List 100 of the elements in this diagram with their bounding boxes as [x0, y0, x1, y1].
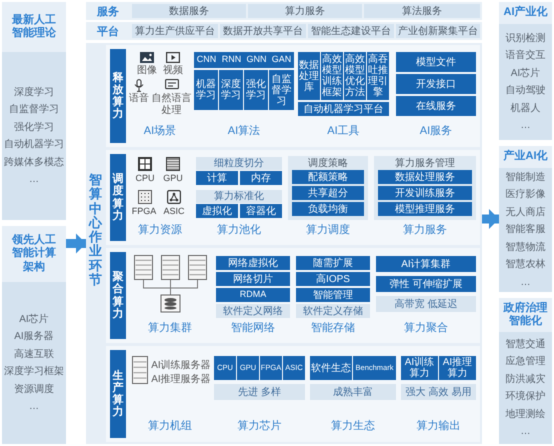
group-caption: 算力集群: [147, 322, 193, 335]
item-tile: 网络切片: [216, 272, 290, 286]
section-panel: [106, 346, 480, 442]
note-tile: 先进 多样: [214, 384, 305, 400]
item-tile: 高效模型优化方法: [344, 52, 366, 100]
group-caption: 算力资源: [137, 224, 183, 237]
note-tile: 细粒度切分: [196, 157, 282, 170]
item-tile: 容器化: [240, 204, 282, 218]
list-item: AI芯片: [19, 312, 49, 326]
icon-caption: GPU: [162, 173, 184, 184]
group-panel: [288, 156, 368, 220]
group-caption: 算力聚合: [403, 322, 449, 335]
list-item: 智能制造: [506, 170, 546, 185]
icon-caption: 语音: [128, 93, 150, 104]
list-item: 识别检测: [506, 32, 546, 46]
list-item: 环境保护: [506, 390, 546, 404]
group-caption: 算力输出: [416, 420, 462, 433]
group-caption: AI算法: [226, 125, 262, 138]
list-item: 无人商店: [506, 206, 546, 220]
list-item: 语音交互: [506, 48, 546, 63]
group-caption: AI工具: [326, 125, 361, 138]
list-item: 智慧物流: [506, 240, 546, 255]
list-item: 医疗影像: [506, 188, 546, 202]
list-item: 机器人: [510, 102, 540, 116]
group-panel: [374, 156, 476, 220]
item-tile: 计算: [196, 171, 238, 185]
item-tile: GNN: [244, 52, 269, 68]
list-item: 智慧交通: [506, 338, 546, 352]
item-tile: 配额策略: [292, 170, 364, 184]
item-tile: 随需扩展: [296, 256, 370, 270]
list-item: AI芯片: [510, 66, 540, 80]
section-panel: [106, 45, 480, 147]
item-tile: 高吞吐推理引擎: [367, 52, 389, 100]
item-tile: 开发训练服务: [378, 186, 472, 200]
item-tile: 高IOPS: [296, 272, 370, 286]
item-tile: 内存: [240, 171, 282, 185]
panel-heading: 产业AI化: [504, 150, 548, 164]
panel-heading: AI产业化: [504, 6, 548, 20]
group-caption: 算力服务: [402, 224, 448, 237]
list-item: 地理测绘: [506, 408, 546, 422]
group-caption: 算力芯片: [236, 420, 282, 433]
item-tile: 开发接口: [396, 74, 476, 94]
item-tile: AI计算集群: [376, 256, 476, 272]
item-tile: 自监督学习: [269, 70, 294, 110]
category-panel: [499, 146, 552, 292]
group-caption: 智能网络: [230, 322, 276, 335]
group-heading: 算力服务管理: [394, 157, 456, 170]
list-item: 自监督学习: [9, 102, 59, 117]
section-panel: [106, 150, 480, 245]
item-tile: 智能管理: [296, 288, 370, 302]
icon-caption: AI推理服务器: [150, 374, 212, 386]
item-tile: 机器学习: [194, 70, 218, 110]
group-caption: 算力机组: [147, 420, 193, 433]
item-tile: RDMA: [216, 288, 290, 302]
section-sidebar: 聚合算力: [110, 252, 126, 339]
panel-heading: 最新人工智能理论: [11, 14, 57, 40]
icon-caption: ASIC: [162, 206, 186, 216]
category-panel: [499, 298, 552, 444]
list-item: 深度学习框架: [4, 364, 64, 379]
group-caption: 算力池化: [216, 224, 262, 237]
list-item: 自动驾驶: [506, 84, 546, 98]
layer-item: 数据开放共享平台: [220, 24, 306, 38]
arrow: [66, 234, 86, 254]
item-tile: GAN: [269, 52, 294, 68]
item-tile: AI训练算力: [401, 356, 438, 380]
layer-item: 算法服务: [364, 4, 480, 18]
list-item: 跨媒体多模态: [4, 156, 64, 170]
section-sidebar: 调度算力: [110, 154, 126, 241]
item-tile: 高效模型训练框架: [321, 52, 343, 100]
item-tile: 网络虚拟化: [216, 256, 290, 270]
icon-caption: 视频: [162, 65, 184, 76]
icon-caption: FPGA: [130, 206, 158, 216]
group-caption: AI场景: [142, 125, 178, 138]
note-tile: 强大 高效 易用: [401, 384, 476, 400]
arrow: [482, 209, 499, 229]
category-panel: [2, 2, 66, 220]
item-tile: 模型推理服务: [378, 202, 472, 216]
layer-item: 智能生态建设平台: [308, 24, 394, 38]
group-caption: AI服务: [418, 125, 454, 138]
panel-heading: 政府治理智能化: [502, 302, 548, 328]
group-caption: 算力调度: [305, 224, 351, 237]
item-tile: 模型文件: [396, 52, 476, 72]
list-item: …: [520, 425, 530, 439]
item-tile: 数据处理库: [298, 52, 320, 100]
note-tile: 算力标准化: [196, 190, 282, 203]
layer-item: 算力服务: [248, 4, 362, 18]
layer-item: 数据服务: [132, 4, 246, 18]
item-tile: 数据处理服务: [378, 170, 472, 184]
list-item: 深度学习: [14, 86, 54, 100]
category-panel: [499, 2, 552, 140]
list-item: 应急管理: [506, 354, 546, 369]
layer-band: [86, 22, 482, 40]
list-item: 防洪减灾: [506, 372, 546, 386]
note-tile: 高带宽 低延迟: [376, 296, 476, 312]
item-tile: 负载均衡: [292, 202, 364, 216]
list-item: 资源调度: [14, 382, 54, 396]
icon-caption: 图像: [136, 65, 158, 76]
list-item: …: [29, 173, 39, 187]
list-item: 强化学习: [14, 120, 54, 134]
row-heading: 服务: [96, 4, 120, 20]
